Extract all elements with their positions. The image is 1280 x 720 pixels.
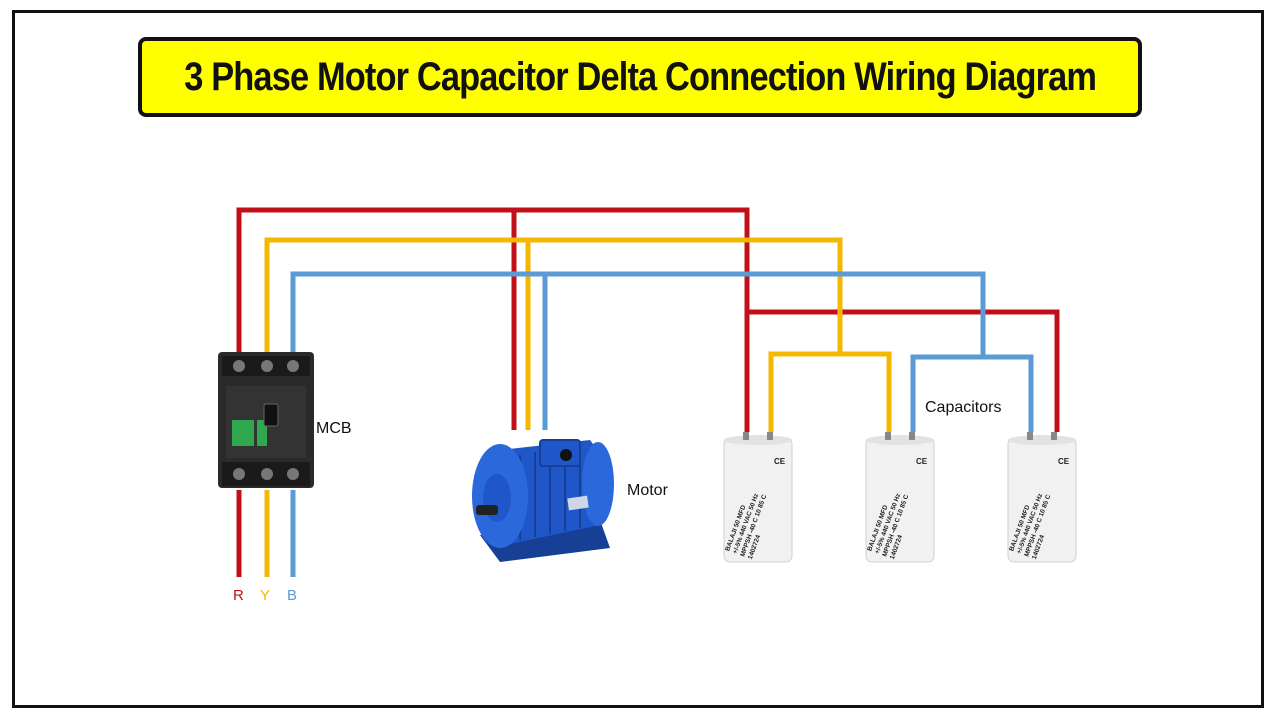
wire-r-cap3 xyxy=(747,309,1060,432)
title-banner: 3 Phase Motor Capacitor Delta Connection… xyxy=(138,37,1142,117)
phase-label-y: Y xyxy=(260,587,271,604)
mcb xyxy=(218,352,314,488)
capacitor-terminal xyxy=(1051,432,1057,440)
capacitor-top xyxy=(866,435,934,445)
wire-b-supply xyxy=(290,271,986,360)
wire-y-cap xyxy=(768,351,892,432)
page-title: 3 Phase Motor Capacitor Delta Connection… xyxy=(184,54,1097,99)
wire-r-supply xyxy=(236,207,750,432)
capacitor-ce-mark: CE xyxy=(774,457,786,466)
phase-label-b: B xyxy=(287,587,298,604)
capacitor-terminal xyxy=(767,432,773,440)
motor-label: Motor xyxy=(627,482,668,499)
wire-b-cap xyxy=(910,354,1034,432)
capacitor-top xyxy=(724,435,792,445)
capacitor-terminal xyxy=(909,432,915,440)
capacitors-label: Capacitors xyxy=(925,399,1002,416)
motor xyxy=(472,439,614,562)
capacitor-terminal xyxy=(885,432,891,440)
wire-y-supply xyxy=(264,237,843,360)
capacitor-top xyxy=(1008,435,1076,445)
mcb-label: MCB xyxy=(316,420,352,437)
phase-label-r: R xyxy=(233,587,244,604)
capacitor-ce-mark: CE xyxy=(916,457,928,466)
capacitor-terminal xyxy=(1027,432,1033,440)
capacitor-ce-mark: CE xyxy=(1058,457,1070,466)
mcb-label-plate xyxy=(232,420,254,446)
mcb-toggle xyxy=(263,403,279,427)
capacitor-terminal xyxy=(743,432,749,440)
